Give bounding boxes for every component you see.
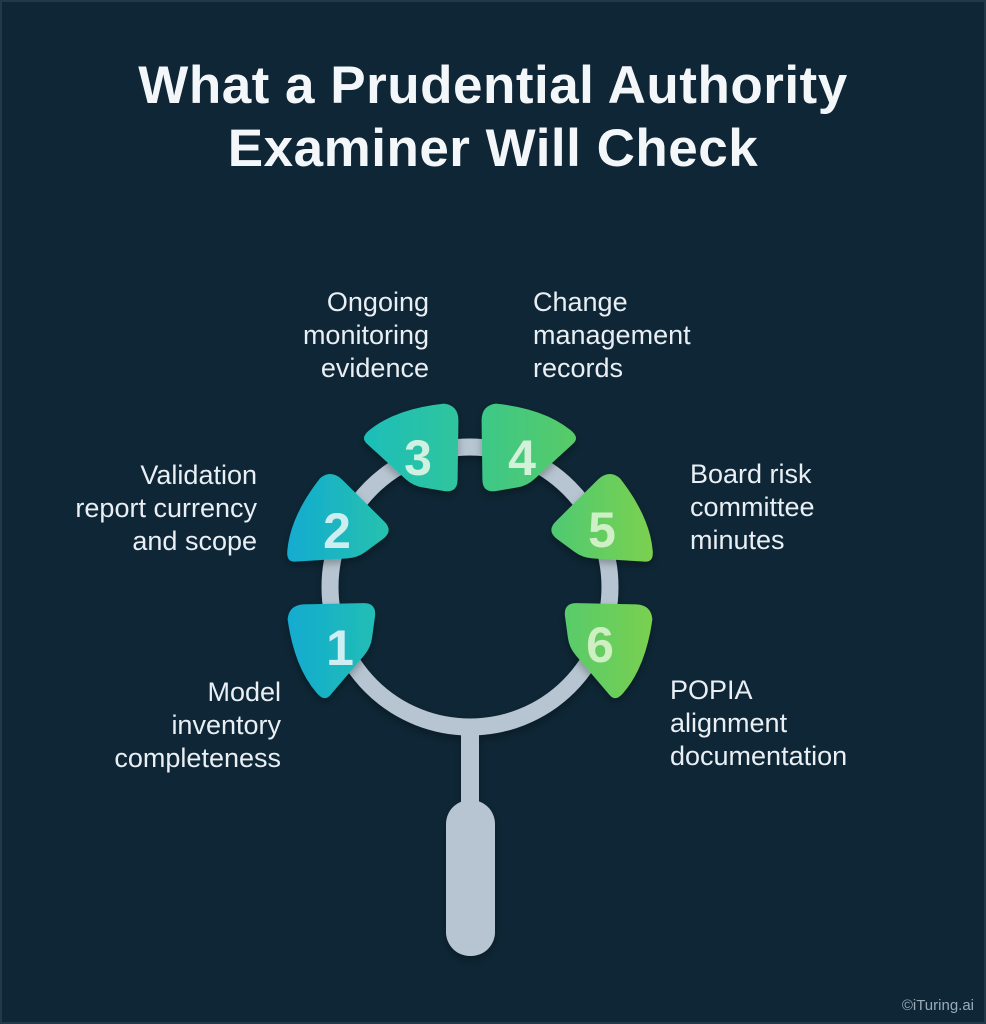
magnifier-body (321, 438, 619, 956)
item-number-3: 3 (404, 430, 432, 486)
magnifier-ring (321, 438, 619, 736)
item-label-3: Ongoing monitoring evidence (302, 287, 429, 383)
item-number-2: 2 (323, 503, 351, 559)
item-number-4: 4 (508, 430, 536, 486)
item-number-6: 6 (586, 617, 614, 673)
item-label-4: Change management records (533, 287, 691, 383)
item-label-1: Model inventory completeness (114, 677, 281, 773)
item-label-6: POPIA alignment documentation (670, 675, 848, 771)
credit-text: ©iTuring.ai (901, 997, 974, 1014)
item-number-5: 5 (588, 502, 616, 558)
item-number-1: 1 (326, 620, 354, 676)
page-title: What a Prudential Authority Examiner Wil… (138, 56, 848, 178)
item-label-2: Validation report currency and scope (75, 460, 257, 556)
item-label-5: Board risk committee minutes (690, 459, 815, 555)
magnifier-handle-grip (446, 800, 495, 956)
petal-numbers: 1 2 3 4 5 6 (323, 430, 616, 676)
